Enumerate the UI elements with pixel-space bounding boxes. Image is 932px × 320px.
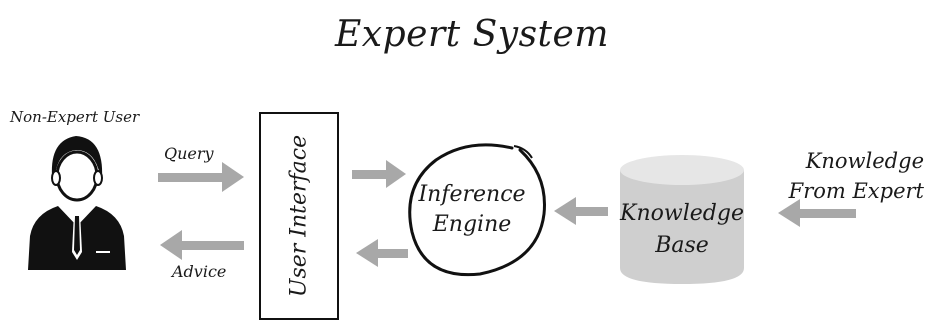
knowledge-from-expert-line-2: From Expert bbox=[788, 179, 924, 203]
knowledge-base-line-2: Base bbox=[655, 233, 709, 258]
advice-arrow bbox=[160, 230, 244, 260]
person-icon bbox=[28, 136, 126, 270]
inference-engine-line-1: Inference bbox=[418, 182, 526, 207]
knowledge-from-expert-label: Knowledge From Expert bbox=[789, 146, 924, 206]
engine-to-ui-arrow bbox=[356, 239, 408, 267]
kb-to-engine-arrow bbox=[554, 197, 608, 225]
user-interface-label: User Interface bbox=[286, 134, 312, 298]
inference-engine-label: Inference Engine bbox=[418, 180, 525, 240]
knowledge-base-cylinder bbox=[620, 155, 744, 284]
knowledge-from-expert-line-1: Knowledge bbox=[805, 149, 924, 173]
inference-engine-line-2: Engine bbox=[432, 212, 512, 237]
ui-to-engine-arrow bbox=[352, 160, 406, 188]
user-interface-box bbox=[259, 112, 339, 320]
expert-to-kb-arrow bbox=[778, 199, 856, 227]
query-arrow bbox=[158, 162, 244, 192]
inference-engine-circle bbox=[408, 143, 546, 277]
advice-label: Advice bbox=[172, 262, 227, 281]
query-label: Query bbox=[164, 144, 214, 163]
non-expert-user-label: Non-Expert User bbox=[10, 108, 140, 126]
knowledge-base-label: Knowledge Base bbox=[620, 198, 744, 262]
diagram-title: Expert System bbox=[335, 14, 609, 55]
knowledge-base-line-1: Knowledge bbox=[620, 201, 744, 226]
